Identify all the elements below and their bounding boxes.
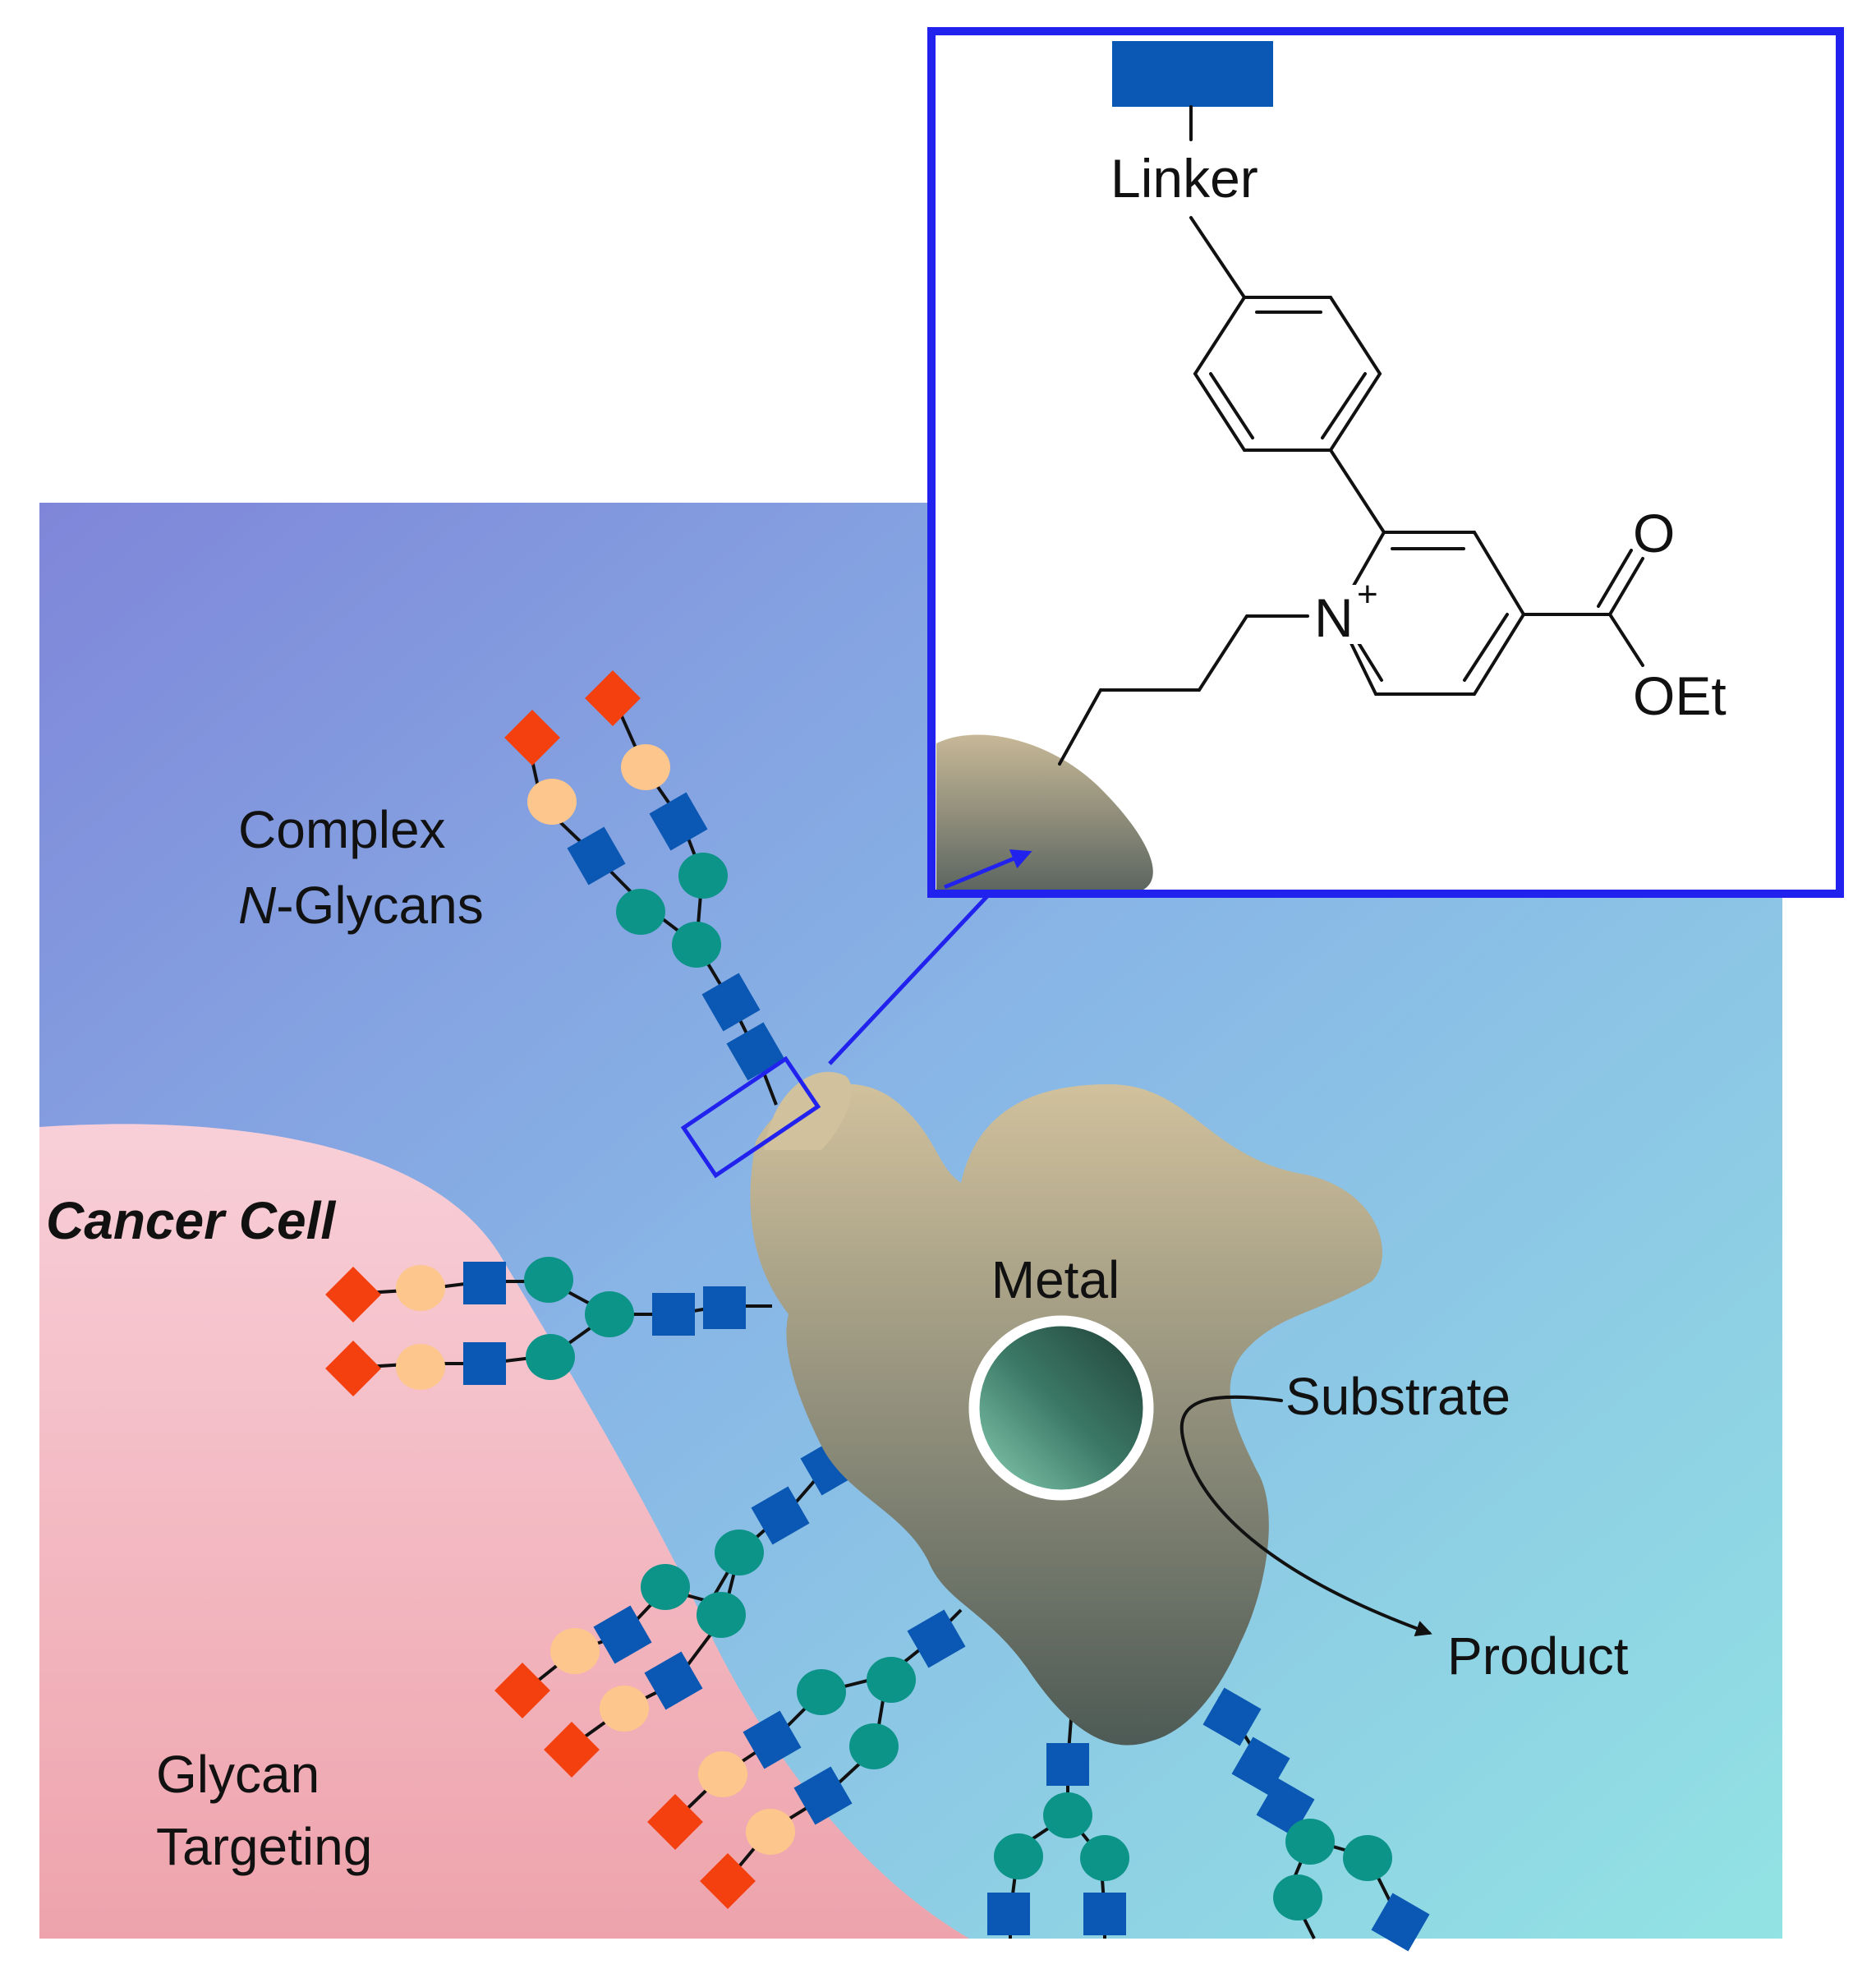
complex-label-line2: N-Glycans: [238, 876, 484, 935]
glcnac-square-icon: [743, 1710, 802, 1769]
mannose-circle-icon: [616, 889, 665, 935]
sialic-acid-diamond-icon: [647, 1794, 703, 1850]
galactose-circle-icon: [550, 1628, 600, 1674]
galactose-circle-icon: [396, 1344, 445, 1390]
chemical-structure-inset: Linker N + O OEt: [927, 27, 1844, 898]
mannose-circle-icon: [524, 1257, 573, 1303]
mannose-circle-icon: [1080, 1835, 1129, 1881]
galactose-circle-icon: [600, 1686, 649, 1732]
glcnac-square-icon: [751, 1486, 810, 1545]
galactose-circle-icon: [621, 744, 670, 790]
glcnac-square-icon: [907, 1609, 966, 1668]
complex-label-line1: Complex: [238, 800, 446, 859]
mannose-circle-icon: [641, 1564, 690, 1610]
product-label: Product: [1447, 1626, 1629, 1686]
cancer-cell-label: Cancer Cell: [46, 1191, 336, 1250]
metal-center: [968, 1315, 1154, 1501]
mannose-circle-icon: [849, 1723, 899, 1769]
mannose-circle-icon: [697, 1592, 746, 1638]
glycans-text: -Glycans: [276, 876, 484, 935]
glcnac-square-icon: [644, 1651, 703, 1710]
mannose-circle-icon: [672, 922, 721, 968]
glcnac-square-icon: [1231, 1736, 1290, 1796]
sialic-acid-diamond-icon: [585, 670, 641, 726]
cancer-cell: [39, 1124, 969, 1939]
sialic-acid-diamond-icon: [700, 1853, 756, 1909]
substrate-label: Substrate: [1285, 1367, 1510, 1426]
mannose-circle-icon: [1343, 1835, 1392, 1881]
catalysis-arrow: [1179, 1395, 1432, 1636]
galactose-circle-icon: [527, 779, 577, 825]
glcnac-square-icon: [1371, 1893, 1430, 1952]
sialic-acid-diamond-icon: [325, 1267, 381, 1322]
mannose-circle-icon: [526, 1334, 575, 1380]
galactose-circle-icon: [396, 1265, 445, 1311]
zoom-box: [680, 1056, 821, 1179]
sialic-acid-diamond-icon: [494, 1663, 550, 1718]
glcnac-square-icon: [703, 1286, 746, 1329]
sialic-acid-diamond-icon: [544, 1722, 600, 1778]
glcnac-square-icon: [463, 1262, 506, 1304]
charge-label: +: [1357, 574, 1378, 614]
glcnac-square-icon: [649, 792, 708, 851]
glcnac-square-icon: [793, 1766, 853, 1825]
inset-arrow: [944, 849, 1032, 890]
mannose-circle-icon: [867, 1657, 916, 1703]
ester-label: OEt: [1633, 665, 1727, 726]
linker-label: Linker: [1110, 148, 1258, 209]
mannose-circle-icon: [715, 1530, 764, 1576]
glycan-chains: [325, 670, 1430, 1952]
glcnac-square-icon: [726, 1022, 785, 1081]
mannose-circle-icon: [1273, 1874, 1322, 1920]
glycan-targeting-line2: Targeting: [156, 1817, 372, 1876]
metal-label: Metal: [991, 1250, 1120, 1309]
mannose-circle-icon: [1285, 1819, 1335, 1865]
n-italic: N: [238, 876, 277, 935]
inset-protein-bump: [936, 734, 1153, 890]
mannose-circle-icon: [1043, 1792, 1092, 1838]
galactose-circle-icon: [698, 1751, 747, 1797]
mannose-circle-icon: [994, 1833, 1043, 1879]
glcnac-square-icon: [463, 1342, 506, 1385]
inset-glycan-anchor: [1112, 41, 1273, 107]
carbonyl-oxygen-label: O: [1633, 503, 1675, 564]
nitrogen-label: N: [1314, 587, 1354, 648]
inset-panel: [931, 31, 1840, 894]
glcnac-square-icon: [1046, 1743, 1089, 1786]
glcnac-square-icon: [593, 1605, 652, 1664]
glcnac-square-icon: [701, 973, 761, 1032]
mannose-circle-icon: [585, 1291, 634, 1337]
glycan-targeting-line1: Glycan: [156, 1745, 320, 1804]
mannose-circle-icon: [678, 853, 728, 899]
glcnac-square-icon: [567, 826, 626, 886]
sialic-acid-diamond-icon: [504, 710, 560, 766]
glcnac-square-icon: [1083, 1893, 1126, 1935]
galactose-circle-icon: [746, 1809, 795, 1855]
glcnac-square-icon: [987, 1893, 1030, 1935]
mannose-circle-icon: [797, 1669, 846, 1715]
inset-border: [927, 27, 1844, 898]
glcnac-square-icon: [1202, 1687, 1262, 1746]
sialic-acid-diamond-icon: [325, 1341, 381, 1396]
glcnac-square-icon: [652, 1293, 695, 1336]
